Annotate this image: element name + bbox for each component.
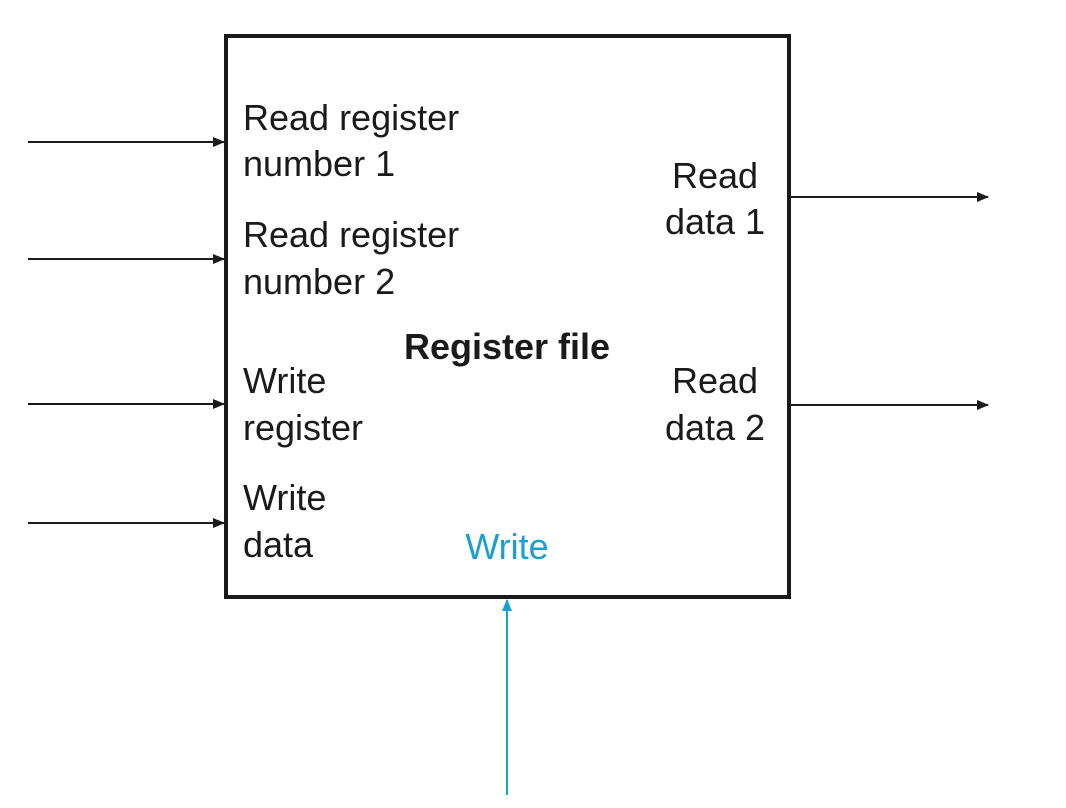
output-label-read-data-1-line1: Read [672, 155, 758, 196]
input-label-read-register-1-line2: number 1 [243, 143, 395, 184]
input-label-read-register-2-line2: number 2 [243, 261, 395, 302]
input-label-read-register-1-line1: Read register [243, 97, 459, 138]
block-title: Register file [404, 326, 610, 367]
control-label-write: Write [465, 526, 548, 567]
output-label-read-data-1-line2: data 1 [665, 201, 765, 242]
register-file-box [224, 34, 791, 599]
input-label-write-register-line1: Write [243, 360, 326, 401]
output-label-read-data-2-line2: data 2 [665, 407, 765, 448]
input-label-read-register-2-line1: Read register [243, 214, 459, 255]
input-label-write-data-line1: Write [243, 477, 326, 518]
input-label-write-register-line2: register [243, 407, 363, 448]
input-label-write-data-line2: data [243, 524, 314, 565]
output-label-read-data-2-line1: Read [672, 360, 758, 401]
